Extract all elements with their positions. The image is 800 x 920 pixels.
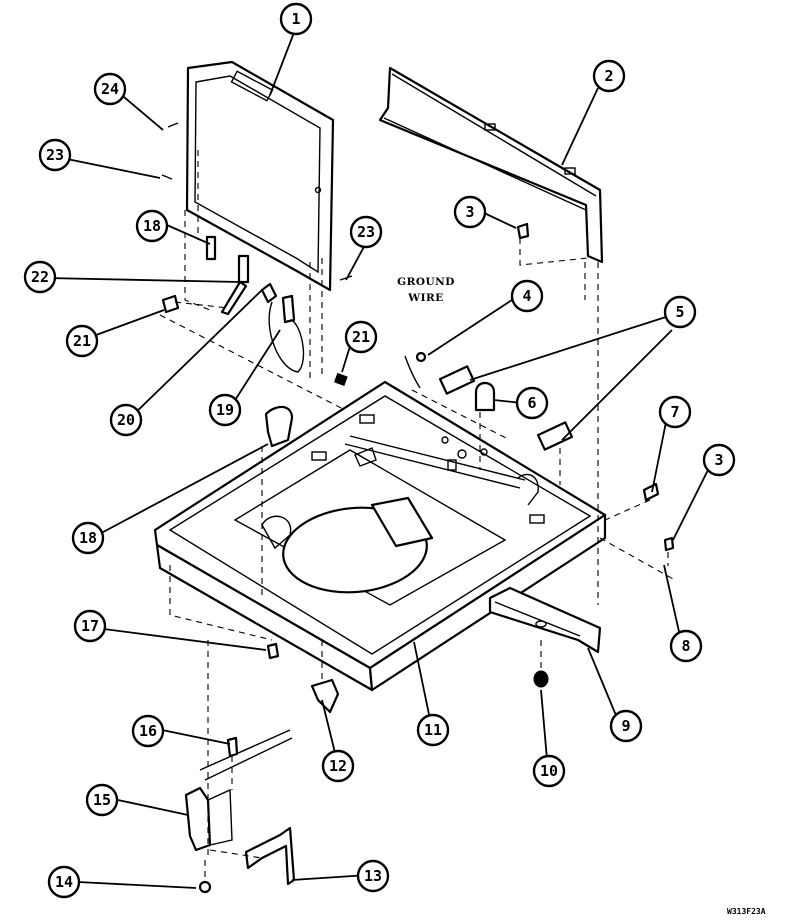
svg-text:24: 24 <box>101 80 119 98</box>
callout-18b: 18 <box>71 521 105 555</box>
svg-text:1: 1 <box>291 10 300 28</box>
callout-6: 6 <box>515 386 549 420</box>
svg-text:15: 15 <box>93 791 111 809</box>
leader-lines <box>45 29 713 889</box>
svg-text:19: 19 <box>216 401 234 419</box>
callout-21b: 21 <box>344 320 378 354</box>
callout-13: 13 <box>356 859 390 893</box>
svg-text:23: 23 <box>357 223 375 241</box>
callout-23a: 23 <box>38 138 72 172</box>
svg-text:17: 17 <box>81 617 99 635</box>
callout-5: 5 <box>663 295 697 329</box>
callout-1: 1 <box>279 2 313 36</box>
callout-2: 2 <box>592 59 626 93</box>
ground-wire-label: GROUND WIRE <box>397 276 455 304</box>
svg-text:22: 22 <box>31 268 49 286</box>
svg-text:9: 9 <box>621 717 630 735</box>
callout-3a: 3 <box>453 195 487 229</box>
part-bracket-15 <box>184 729 293 852</box>
svg-text:23: 23 <box>46 146 64 164</box>
callout-20: 20 <box>109 403 143 437</box>
svg-text:11: 11 <box>424 721 442 739</box>
svg-text:16: 16 <box>139 722 157 740</box>
callout-24: 24 <box>93 72 127 106</box>
part-bumper <box>533 670 549 688</box>
svg-text:18: 18 <box>79 529 97 547</box>
svg-text:20: 20 <box>117 411 135 429</box>
ground-wire-label-line1: GROUND <box>397 276 455 288</box>
svg-text:8: 8 <box>681 637 690 655</box>
callout-10: 10 <box>532 754 566 788</box>
svg-text:21: 21 <box>73 332 91 350</box>
callout-19: 19 <box>208 393 242 427</box>
callout-8: 8 <box>669 629 703 663</box>
svg-text:13: 13 <box>364 867 382 885</box>
svg-text:10: 10 <box>540 762 558 780</box>
alignment-lines <box>159 150 676 882</box>
svg-text:7: 7 <box>670 403 679 421</box>
callout-18a: 18 <box>135 209 169 243</box>
svg-text:3: 3 <box>714 451 723 469</box>
svg-text:4: 4 <box>522 287 531 305</box>
part-backsplash <box>378 66 604 264</box>
part-hinge-bracket <box>264 405 294 448</box>
callout-17: 17 <box>73 609 107 643</box>
lid-hinge-hardware <box>161 122 353 387</box>
part-lid <box>185 60 335 292</box>
part-rail <box>488 586 602 654</box>
part-top-cabinet <box>153 380 607 692</box>
svg-text:3: 3 <box>465 203 474 221</box>
svg-text:2: 2 <box>604 67 613 85</box>
ground-wire-label-line2: WIRE <box>407 292 443 304</box>
callout-23b: 23 <box>349 215 383 249</box>
callout-11: 11 <box>416 713 450 747</box>
part-screw-17 <box>266 642 280 660</box>
callout-3b: 3 <box>702 443 736 477</box>
callout-15: 15 <box>85 783 119 817</box>
callout-22: 22 <box>23 260 57 294</box>
svg-text:18: 18 <box>143 217 161 235</box>
callout-12: 12 <box>321 749 355 783</box>
drawing-code: W313F23A <box>727 907 766 916</box>
callout-21a: 21 <box>65 324 99 358</box>
part-clip-12 <box>310 678 340 714</box>
svg-text:6: 6 <box>527 394 536 412</box>
part-bracket-13 <box>244 826 296 886</box>
callout-7: 7 <box>658 395 692 429</box>
callout-14: 14 <box>47 865 81 899</box>
small-hardware <box>404 222 675 552</box>
part-screw-14 <box>198 880 212 894</box>
callout-16: 16 <box>131 714 165 748</box>
callout-4: 4 <box>510 279 544 313</box>
svg-text:14: 14 <box>55 873 73 891</box>
part-screw-16 <box>226 736 239 758</box>
svg-text:12: 12 <box>329 757 347 775</box>
callout-9: 9 <box>609 709 643 743</box>
svg-text:5: 5 <box>675 303 684 321</box>
svg-text:21: 21 <box>352 328 370 346</box>
